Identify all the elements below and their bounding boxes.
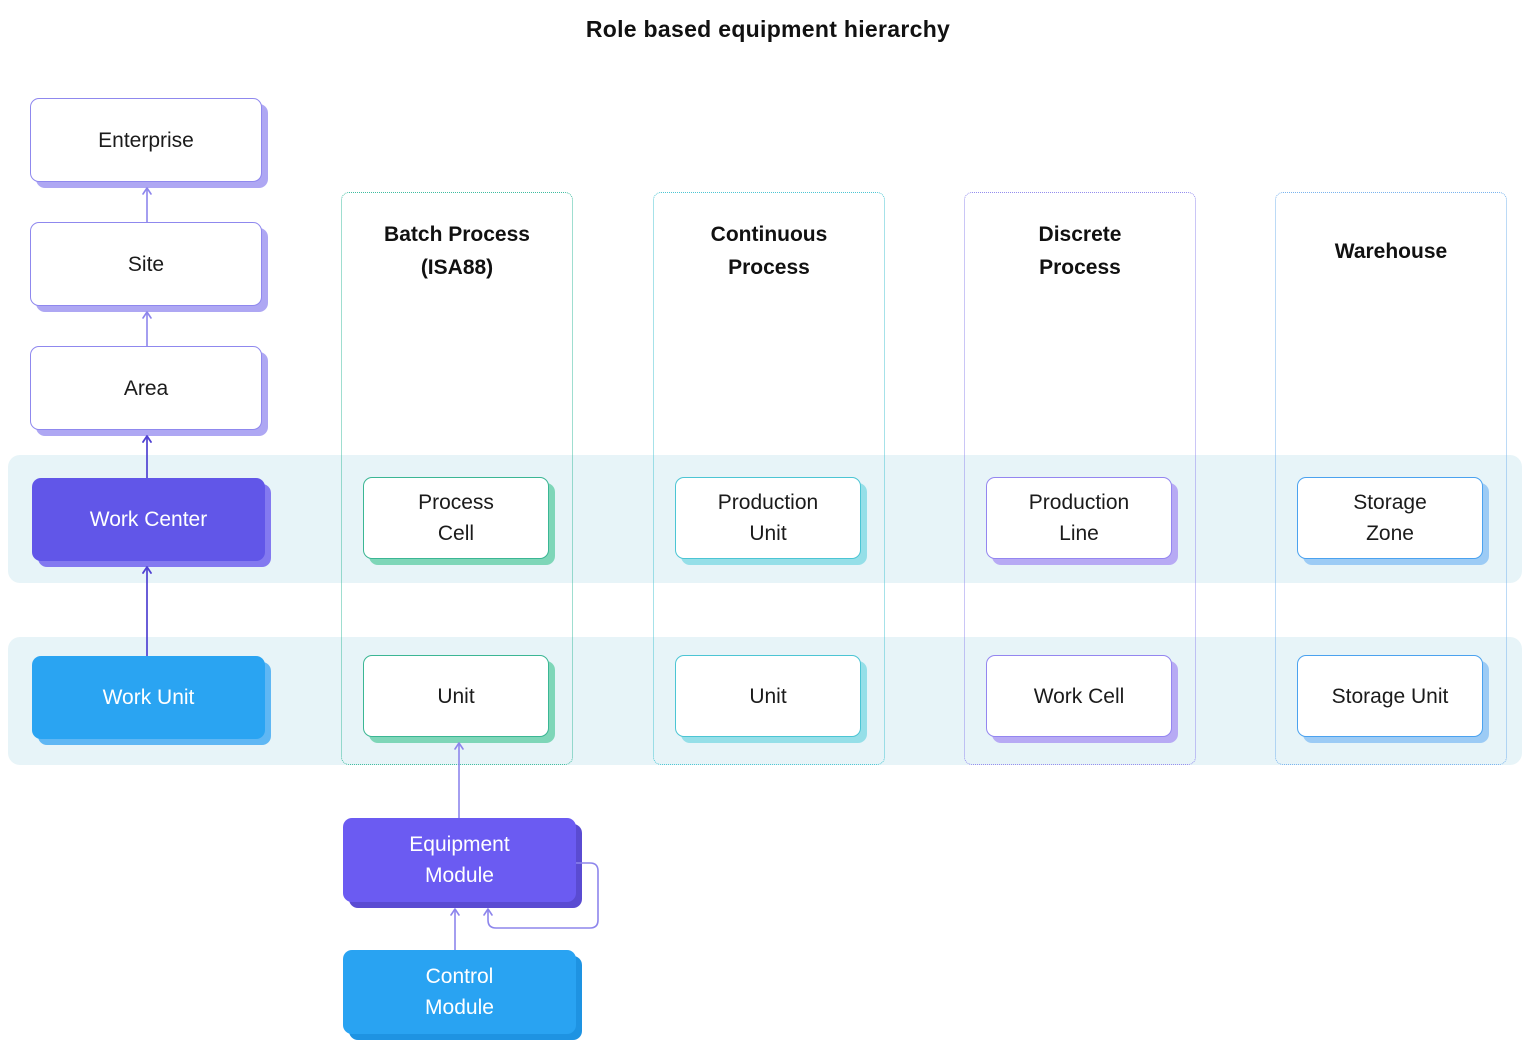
column-title-discrete-process: Discrete Process (965, 193, 1195, 309)
node-storage-zone: Storage Zone (1297, 477, 1483, 559)
node-unit-continuous: Unit (675, 655, 861, 737)
column-title-line: Process (1039, 256, 1121, 279)
column-title-line: (ISA88) (420, 256, 494, 279)
column-warehouse: Warehouse (1275, 192, 1507, 765)
column-title-line: Batch Process (384, 223, 530, 246)
node-process-cell: Process Cell (363, 477, 549, 559)
node-enterprise: Enterprise (30, 98, 262, 182)
node-site: Site (30, 222, 262, 306)
node-work-center: Work Center (32, 478, 265, 561)
column-title-line: Discrete (1038, 223, 1122, 246)
column-title-continuous-process: Continuous Process (654, 193, 884, 309)
column-continuous-process: Continuous Process (653, 192, 885, 765)
column-title-line: Warehouse (1334, 239, 1448, 263)
diagram-title: Role based equipment hierarchy (585, 16, 951, 42)
node-area: Area (30, 346, 262, 430)
node-unit-batch: Unit (363, 655, 549, 737)
node-work-unit: Work Unit (32, 656, 265, 739)
column-title-line: Process (728, 256, 810, 279)
node-production-line: Production Line (986, 477, 1172, 559)
column-title-batch-process: Batch Process (ISA88) (342, 193, 572, 309)
node-production-unit: Production Unit (675, 477, 861, 559)
column-title-line: Continuous (710, 223, 828, 246)
column-discrete-process: Discrete Process (964, 192, 1196, 765)
node-work-cell: Work Cell (986, 655, 1172, 737)
node-storage-unit: Storage Unit (1297, 655, 1483, 737)
node-control-module: Control Module (343, 950, 576, 1034)
column-batch-process: Batch Process (ISA88) (341, 192, 573, 765)
column-title-warehouse: Warehouse (1276, 193, 1506, 309)
node-equipment-module: Equipment Module (343, 818, 576, 902)
